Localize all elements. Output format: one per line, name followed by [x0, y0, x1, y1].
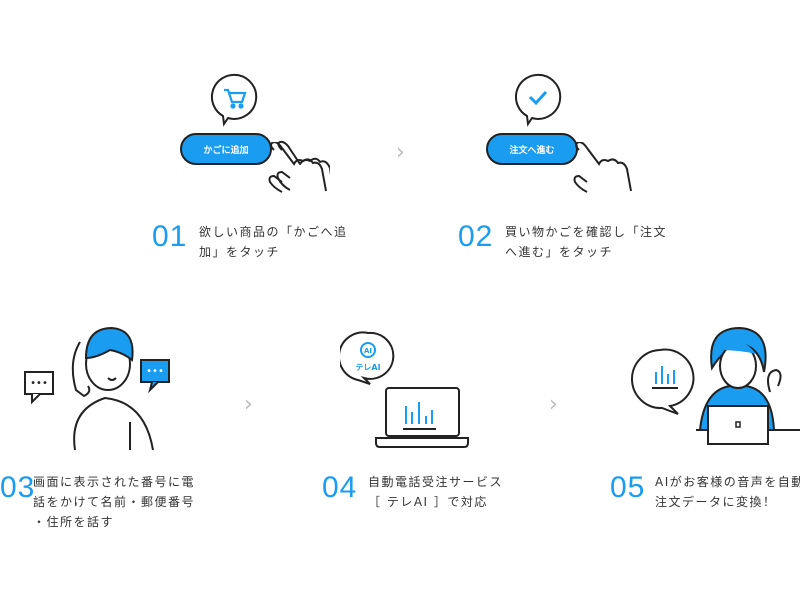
chat-bubble-icon: •••	[140, 359, 170, 394]
check-icon	[528, 90, 548, 106]
chevron-right-icon: ›	[549, 392, 558, 417]
step1-illustration	[210, 73, 330, 191]
laptop-illustration: AI テレAI	[340, 331, 469, 448]
proceed-to-order-button[interactable]: 注文へ進む	[486, 133, 578, 165]
step-number: 02	[458, 220, 494, 253]
step-description: 欲しい商品の「かごへ追加」をタッチ	[199, 225, 348, 259]
pointing-hand-icon	[573, 142, 632, 193]
svg-text:•••: •••	[146, 366, 164, 377]
caller-illustration: ••• •••	[24, 326, 170, 451]
chevron-right-icon: ›	[244, 392, 253, 417]
step-description: 画面に表示された番号に電話をかけて名前・郵便番号・住所を話す	[33, 475, 196, 529]
svg-text:AI: AI	[364, 347, 372, 355]
step-number: 01	[152, 220, 188, 253]
step-description: 自動電話受注サービス［ テレAI ］で対応	[368, 475, 504, 509]
step-description: 買い物かごを確認し「注文へ進む」をタッチ	[505, 225, 668, 259]
svg-text:テレAI: テレAI	[355, 363, 380, 372]
speech-bubble	[514, 73, 562, 127]
speech-bubble	[210, 73, 258, 127]
step-number: 05	[610, 471, 646, 504]
step-number: 03	[0, 471, 36, 504]
cart-icon	[224, 88, 247, 109]
step-number: 04	[322, 471, 358, 504]
step-description: AIがお客様の音声を自動で注文データに変換！	[655, 475, 800, 509]
pointing-hand-icon	[268, 142, 327, 193]
operator-illustration	[631, 326, 800, 445]
tele-ai-logo: AI テレAI	[340, 331, 395, 385]
chevron-right-icon: ›	[396, 140, 405, 165]
add-to-cart-button[interactable]: かごに追加	[180, 133, 272, 165]
svg-text:•••: •••	[30, 378, 48, 389]
chat-bubble-icon: •••	[24, 371, 54, 405]
bar-chart-icon	[405, 402, 433, 424]
